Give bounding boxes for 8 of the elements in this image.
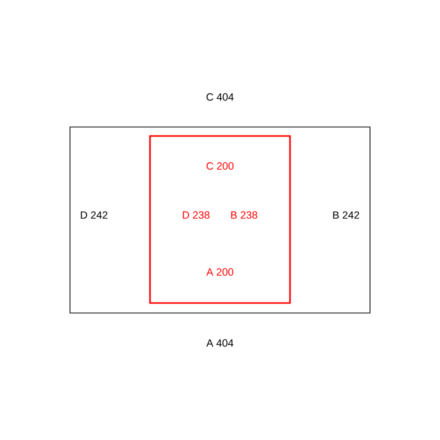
side-label: C 200 <box>206 162 234 170</box>
side-label: A 404 <box>206 339 234 347</box>
side-label: A 200 <box>206 268 234 276</box>
side-label: D 242 <box>80 211 108 219</box>
side-label: B 242 <box>333 211 360 219</box>
side-label: D 238 <box>182 211 210 219</box>
side-label: C 404 <box>206 93 234 101</box>
side-label: B 238 <box>231 211 258 219</box>
